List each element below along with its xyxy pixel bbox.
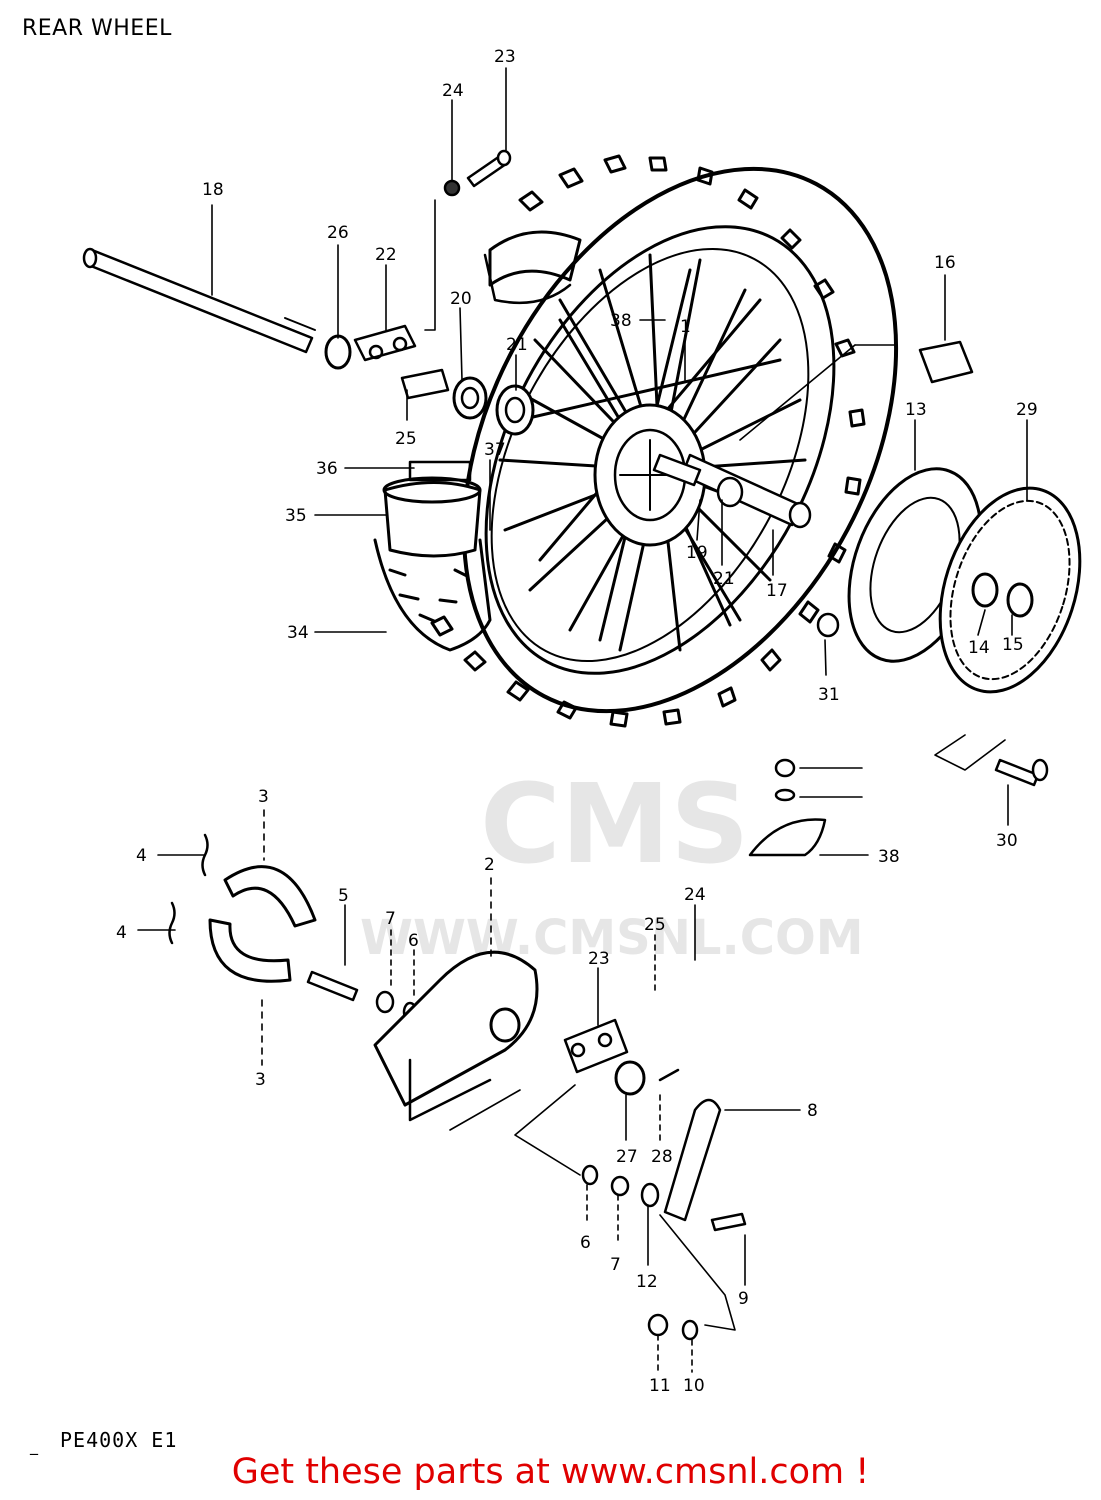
callout-21a: 21 <box>506 335 528 355</box>
callout-31: 34 <box>287 623 309 643</box>
hub-drawing <box>593 403 812 547</box>
callout-7b: 7 <box>610 1255 621 1275</box>
callout-2: 2 <box>484 855 495 875</box>
callout-23a: 23 <box>494 47 516 67</box>
callout-27: 28 <box>651 1147 673 1167</box>
callout-32: 35 <box>285 506 307 526</box>
callout-17: 17 <box>766 581 788 601</box>
brake-shoes-drawing <box>168 833 317 983</box>
promo-link[interactable]: Get these parts at www.cmsnl.com ! <box>231 1452 870 1492</box>
left-hardware-drawing <box>324 149 535 436</box>
callout-labels: 23 24 18 26 22 20 21 25 36 35 34 37 38 1… <box>116 47 1038 1396</box>
tire-section-drawing <box>373 460 492 652</box>
model-code: PE400X E1 <box>60 1428 178 1452</box>
callout-14: 14 <box>968 638 990 658</box>
callout-24b: 25 <box>644 915 666 935</box>
callout-11: 11 <box>649 1376 671 1396</box>
model-dash: _ <box>30 1436 38 1455</box>
callout-35: 38 <box>610 311 632 331</box>
callout-34: 37 <box>484 440 506 460</box>
chain-guard-drawing <box>748 758 827 857</box>
callout-12: 12 <box>636 1272 658 1292</box>
callout-30: 31 <box>818 685 840 705</box>
callout-22b: 23 <box>588 949 610 969</box>
callout-3b: 3 <box>255 1070 266 1090</box>
callout-10: 10 <box>683 1376 705 1396</box>
callout-22a: 22 <box>375 245 397 265</box>
callout-36: 38 <box>878 847 900 867</box>
sprocket-drum-drawing <box>816 340 1082 787</box>
callout-20: 20 <box>450 289 472 309</box>
callout-4a: 4 <box>136 846 147 866</box>
callout-19: 19 <box>686 543 708 563</box>
callout-13: 13 <box>905 400 927 420</box>
axle-drawing <box>82 247 316 354</box>
callout-6a: 6 <box>408 931 419 951</box>
watermark-url: WWW.CMSNL.COM <box>360 910 864 966</box>
leader-lines <box>137 67 1028 1373</box>
brake-panel-drawing <box>306 950 539 1122</box>
brake-arm-drawing <box>563 1018 747 1341</box>
callout-3a: 3 <box>258 787 269 807</box>
callout-5: 5 <box>338 886 349 906</box>
callout-18: 18 <box>202 180 224 200</box>
callout-26a: 26 <box>327 223 349 243</box>
callout-16: 16 <box>934 253 956 273</box>
callout-15: 15 <box>1002 635 1024 655</box>
callout-25: 25 <box>395 429 417 449</box>
callout-1: 1 <box>680 317 691 337</box>
callout-26b: 27 <box>616 1147 638 1167</box>
watermark-logo: CMS <box>480 760 750 888</box>
callout-6b: 6 <box>580 1233 591 1253</box>
watermark: CMS WWW.CMSNL.COM <box>360 640 864 1000</box>
callout-7a: 7 <box>385 909 396 929</box>
callout-24a: 24 <box>442 81 464 101</box>
callout-8: 8 <box>807 1101 818 1121</box>
callout-21b: 21 <box>713 569 735 589</box>
page-title: REAR WHEEL <box>22 16 172 41</box>
callout-33: 36 <box>316 459 338 479</box>
callout-23b: 24 <box>684 885 706 905</box>
callout-9: 9 <box>738 1289 749 1309</box>
callout-29: 30 <box>996 831 1018 851</box>
callout-4b: 4 <box>116 923 127 943</box>
callout-28: 29 <box>1016 400 1038 420</box>
tire-drawing <box>430 154 899 728</box>
